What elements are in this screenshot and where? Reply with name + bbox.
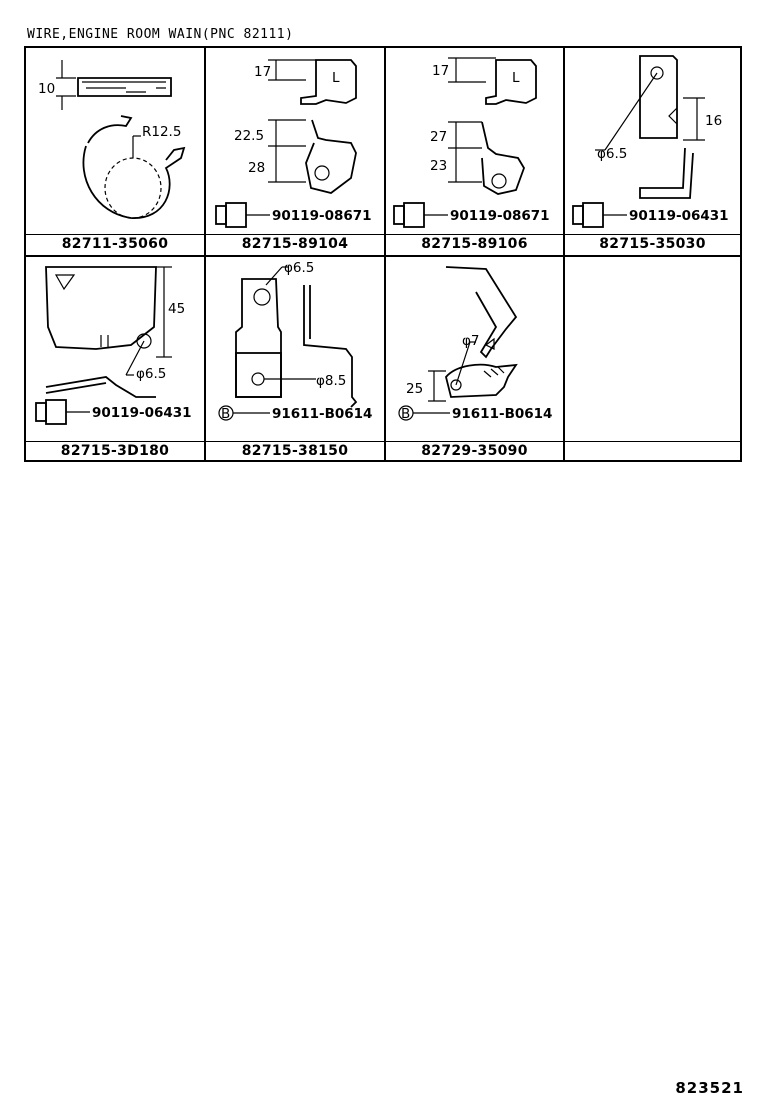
bolt-part-number: 90119-08671 — [272, 208, 372, 224]
grid-divider — [26, 441, 740, 442]
part-number: 82715-35030 — [599, 236, 706, 252]
cell-bracket-89104: 17 L 22.5 28 90119-08671 — [206, 48, 384, 234]
dim-label: 45 — [168, 301, 185, 317]
dim-label: 10 — [38, 81, 55, 97]
bracket-drawing: 17 L 22.5 28 90119-08671 — [215, 59, 372, 228]
part-number: 82715-89106 — [421, 236, 528, 252]
dim-label: 23 — [430, 158, 447, 174]
bracket-drawing: φ6.5 16 90119-06431 — [572, 55, 729, 228]
parts-grid: 10 R12.5 17 L 22.5 28 — [24, 46, 742, 462]
grid-divider — [26, 255, 740, 257]
bracket-drawing: 45 φ6.5 90119-06431 — [35, 266, 192, 425]
cell-bracket-89106: 17 L 27 23 90119-08671 — [386, 48, 563, 234]
part-number: 82715-38150 — [241, 443, 349, 459]
grid-divider — [384, 48, 386, 460]
dim-label: φ7 — [462, 333, 480, 349]
bolt-part-number: 91611-B0614 — [272, 406, 372, 422]
bolt-prefix: B — [221, 406, 230, 422]
cell-bracket-3D180: 45 φ6.5 90119-06431 — [26, 257, 204, 441]
cell-bracket-38150: φ6.5 φ8.5 B 91611-B0614 — [206, 257, 384, 441]
part-number: 82711-35060 — [61, 236, 169, 252]
bolt-part-number: 90119-06431 — [629, 208, 729, 224]
bolt-part-number: 90119-06431 — [92, 405, 192, 421]
grid-divider — [563, 48, 565, 460]
cell-bracket-35030: φ6.5 16 90119-06431 — [565, 48, 740, 234]
diagram-title: WIRE,ENGINE ROOM WAIN(PNC 82111) — [27, 27, 294, 42]
part-number: 82729-35090 — [421, 443, 528, 459]
cell-clamp-82711: 10 R12.5 — [26, 48, 204, 234]
bracket-drawing: φ6.5 φ8.5 B 91611-B0614 — [218, 260, 372, 422]
dim-label: 17 — [254, 64, 271, 80]
dim-label: 16 — [705, 113, 722, 129]
bracket-drawing: 17 L 27 23 90119-08671 — [393, 57, 550, 228]
dim-label: 22.5 — [234, 128, 264, 144]
cell-bracket-35090: φ7 25 B 91611-B0614 — [386, 257, 563, 441]
document-number: 823521 — [675, 1079, 744, 1097]
dim-label: 28 — [248, 160, 265, 176]
dim-label: 17 — [432, 63, 449, 79]
l-mark: L — [332, 70, 340, 86]
grid-divider — [26, 234, 740, 235]
dim-label: φ6.5 — [597, 146, 627, 162]
dim-label: φ8.5 — [316, 373, 346, 389]
dim-label: φ6.5 — [136, 366, 166, 382]
clamp-drawing: 10 R12.5 — [38, 60, 186, 219]
bolt-part-number: 91611-B0614 — [452, 406, 552, 422]
bracket-drawing: φ7 25 B 91611-B0614 — [398, 266, 552, 422]
grid-divider — [204, 48, 206, 460]
part-number: 82715-89104 — [241, 236, 349, 252]
l-mark: L — [512, 70, 520, 86]
part-number: 82715-3D180 — [60, 443, 170, 459]
dim-label: φ6.5 — [284, 260, 314, 276]
bolt-part-number: 90119-08671 — [450, 208, 550, 224]
bolt-prefix: B — [401, 406, 410, 422]
dim-label: 25 — [406, 381, 423, 397]
cell-empty — [565, 257, 740, 441]
dim-label: R12.5 — [142, 124, 181, 140]
dim-label: 27 — [430, 129, 447, 145]
